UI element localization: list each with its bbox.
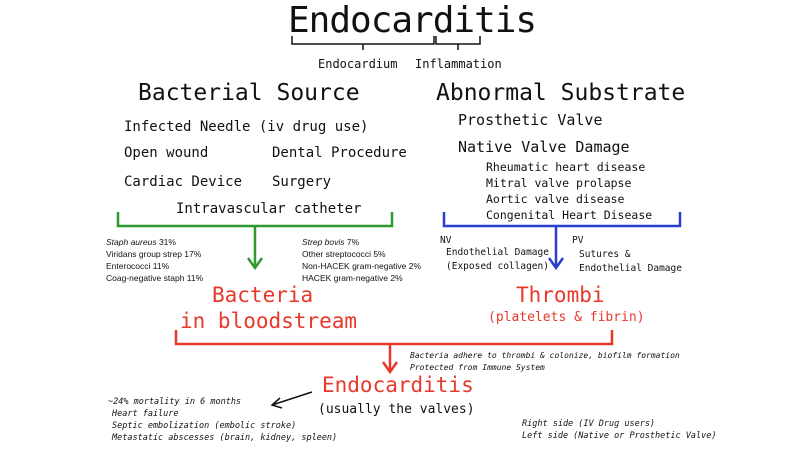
strep-bovis-name: Strep bovis [302,237,345,247]
left-side-text: Left side (Native or Prosthetic Valve) [522,431,717,441]
bacterial-source-heading: Bacterial Source [138,80,360,106]
merge-note-line2: Protected from Immune System [410,363,545,372]
merge-bracket [174,330,614,346]
organism-coag-negative-staph: Coag-negative staph 11% [106,273,204,283]
congenital-item: Congenital Heart Disease [486,208,653,222]
surgery-item: Surgery [272,174,332,190]
outcome-title: Endocarditis [322,373,474,397]
bacteria-label: Bacteria [212,283,314,307]
organism-other-streptococci: Other streptococci 5% [302,249,386,259]
inflammation-bracket [435,36,481,50]
right-side-text: Right side (IV Drug users) [522,419,656,429]
merge-arrow [381,344,399,375]
organism-strep-bovis: Strep bovis 7% [302,237,359,247]
organism-enterococci: Enterococci 11% [106,261,170,271]
endocardium-bracket [291,36,435,50]
pv-label: PV [572,235,584,246]
aortic-item: Aortic valve disease [486,192,625,206]
page-title: Endocarditis [288,0,537,41]
dental-procedure-item: Dental Procedure [272,145,407,161]
complications-arrow [270,391,313,409]
mitral-item: Mitral valve prolapse [486,176,632,190]
organism-viridans: Viridans group strep 17% [106,249,202,259]
mortality-text: ~24% mortality in 6 months [108,397,242,407]
in-bloodstream-label: in bloodstream [180,309,358,333]
rheumatic-item: Rheumatic heart disease [486,160,646,174]
open-wound-item: Open wound [124,145,209,161]
nv-line2: (Exposed collagen) [446,261,549,272]
native-valve-damage-heading: Native Valve Damage [458,138,630,156]
strep-bovis-pct: 7% [344,237,360,247]
platelets-fibrin-label: (platelets & fibrin) [488,310,645,325]
septic-embolization-text: Septic embolization (embolic stroke) [112,421,297,431]
outcome-subtitle: (usually the valves) [318,402,475,417]
abnormal-substrate-heading: Abnormal Substrate [436,80,686,106]
endocardium-label: Endocardium [318,57,398,71]
thrombi-label: Thrombi [516,283,605,307]
abnormal-substrate-arrow [547,226,565,271]
nv-line1: Endothelial Damage [446,247,549,258]
metastatic-abscesses-text: Metastatic abscesses (brain, kidney, spl… [112,433,338,443]
inflammation-label: Inflammation [415,57,502,71]
organism-non-hacek: Non-HACEK gram-negative 2% [302,261,422,271]
organism-hacek: HACEK gram-negative 2% [302,273,403,283]
pv-line1: Sutures & [579,249,631,260]
staph-aureus-pct: 31% [156,237,176,247]
infected-needle-item: Infected Needle (iv drug use) [124,119,369,135]
prosthetic-valve-item: Prosthetic Valve [458,111,603,129]
intravascular-catheter-item: Intravascular catheter [176,201,362,217]
nv-label: NV [440,235,452,246]
staph-aureus-name: Staph aureus [106,237,157,247]
organism-staph-aureus: Staph aureus 31% [106,237,176,247]
abnormal-substrate-bracket [442,212,682,228]
pv-line2: Endothelial Damage [579,263,682,274]
merge-note-line1: Bacteria adhere to thrombi & colonize, b… [410,351,680,360]
bacterial-source-arrow [246,226,264,271]
heart-failure-text: Heart failure [112,409,179,419]
cardiac-device-item: Cardiac Device [124,174,243,190]
